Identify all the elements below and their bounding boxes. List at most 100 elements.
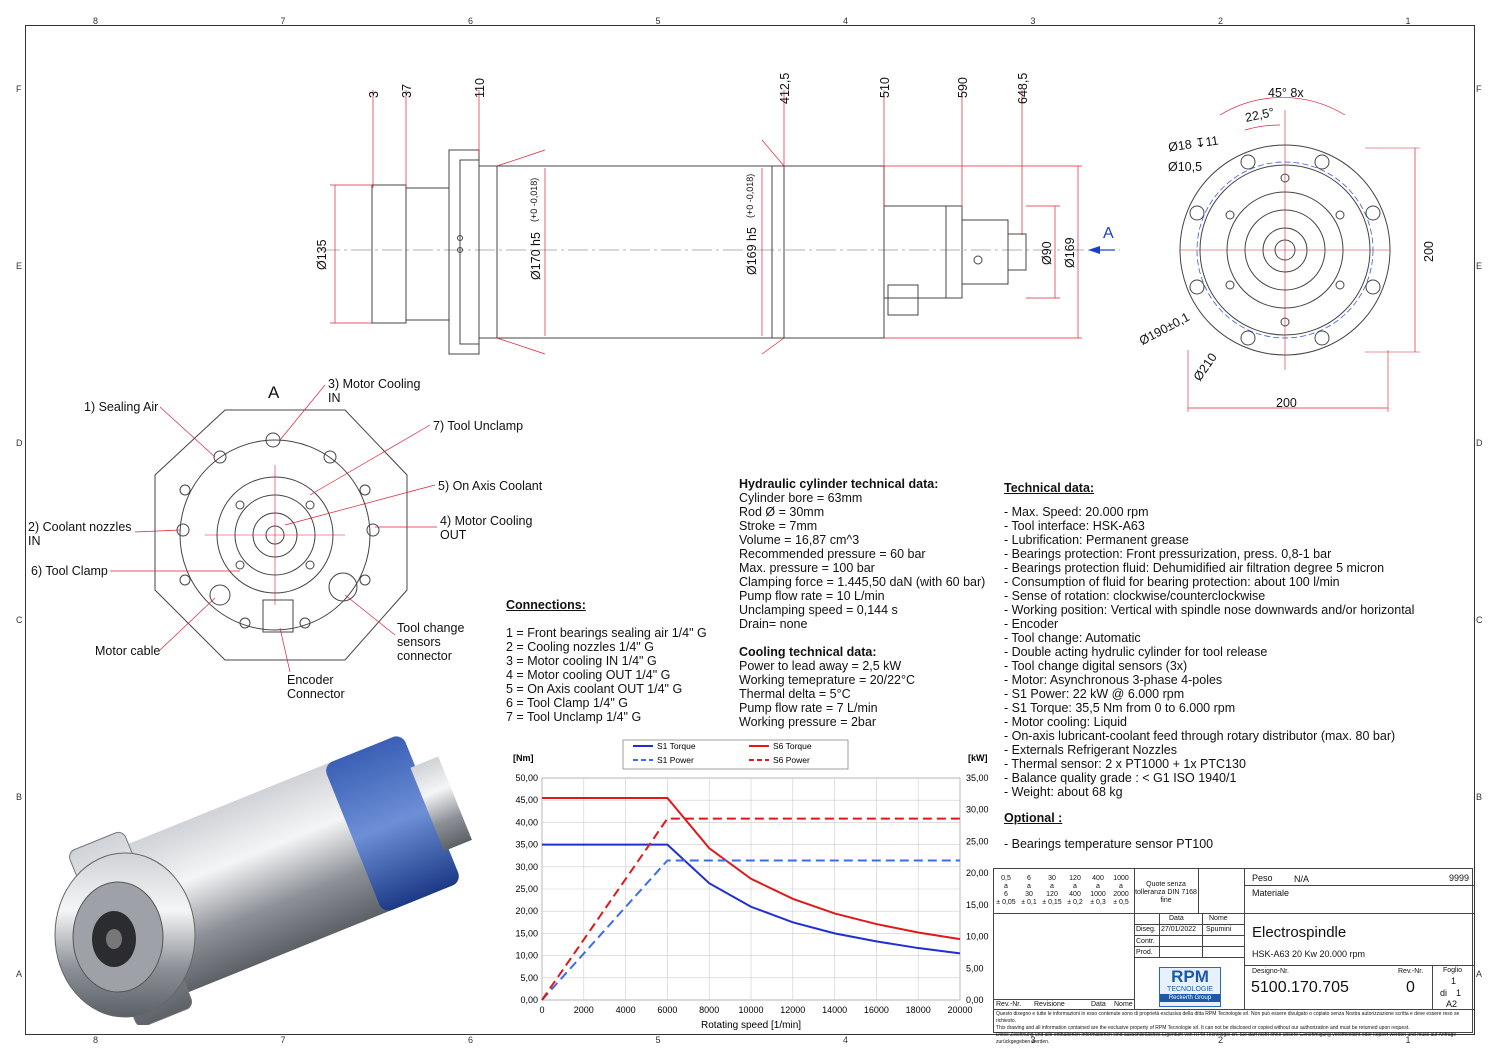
contr-label: Contr.: [1136, 938, 1155, 945]
disclaimer-de: Diese Zeichnung und alle enthaltenen Inf…: [996, 1032, 1457, 1045]
tolerance-cell: 0,5: [1001, 875, 1011, 882]
legend-label: S1 Torque: [657, 741, 696, 751]
rev-label: Rev.-Nr.: [1398, 968, 1424, 975]
dia-170-label: Ø170 h5: [529, 232, 543, 280]
list-item: 6 = Tool Clamp 1/4" G: [506, 696, 628, 710]
zone-col-top: 5: [655, 16, 661, 26]
logo-rpm-text: RPM: [1171, 967, 1209, 986]
tolerance-cell: ± 0,5: [1113, 899, 1129, 906]
zone-col-bottom: 6: [468, 1035, 474, 1045]
list-item: - Bearings temperature sensor PT100: [1004, 837, 1214, 851]
tol-note: Quote senza tolleranza DIN 7168 fine: [1135, 881, 1197, 904]
rev-header-revisione: Revisione: [1034, 1001, 1065, 1008]
list-item: - Balance quality grade : < G1 ISO 1940/…: [1004, 771, 1237, 785]
prod-label: Prod.: [1136, 949, 1153, 956]
list-item: - On-axis lubricant-coolant feed through…: [1004, 729, 1396, 743]
list-item: - Encoder: [1004, 617, 1059, 631]
peso-label: Peso: [1252, 873, 1273, 883]
connections-title: Connections:: [506, 598, 586, 612]
tolerance-cell: 400: [1069, 891, 1081, 898]
dim-110: 110: [473, 78, 487, 98]
label-motor-cooling-in: 3) Motor Cooling IN: [328, 377, 421, 405]
zone-row-left: B: [16, 792, 23, 802]
x-tick: 8000: [699, 1005, 719, 1015]
tolerance-cell: 30: [1048, 875, 1056, 882]
list-item: - Tool change: Automatic: [1004, 631, 1141, 645]
dim-510: 510: [878, 77, 892, 98]
dim-37: 37: [400, 84, 414, 98]
zone-col-top: 3: [1030, 16, 1036, 26]
list-item: Working pressure = 2bar: [739, 715, 876, 729]
list-item: 1 = Front bearings sealing air 1/4" G: [506, 626, 707, 640]
technical-block: Technical data: - Max. Speed: 20.000 rpm…: [1004, 481, 1414, 851]
diseg-label: Diseg.: [1136, 926, 1156, 933]
zone-row-left: F: [16, 84, 22, 94]
rev-header-nome: Nome: [1114, 1001, 1133, 1008]
torque-power-chart: 0,005,0010,0015,0020,0025,0030,0035,0040…: [513, 739, 989, 1031]
tolerance-cell: 30: [1025, 891, 1033, 898]
diseg-date: 27/01/2022: [1161, 926, 1197, 933]
tolerance-cell: ± 0,15: [1042, 899, 1062, 906]
tol-169-label: (+0 -0,018): [745, 173, 755, 218]
list-item: - S1 Torque: 35,5 Nm from 0 to 6.000 rpm: [1004, 701, 1236, 715]
nome-label: Nome: [1209, 915, 1228, 922]
list-item: Pump flow rate = 7 L/min: [739, 701, 878, 715]
label-tool-unclamp: 7) Tool Unclamp: [433, 419, 524, 433]
zone-col-top: 7: [280, 16, 286, 26]
zone-col-bottom: 4: [843, 1035, 849, 1045]
tolerance-cell: 120: [1046, 891, 1058, 898]
hole-10-label: Ø10,5: [1168, 160, 1203, 174]
optional-title: Optional :: [1004, 811, 1063, 825]
tolerance-cell: a: [1027, 883, 1031, 890]
series-line-s1-power: [541, 859, 960, 1001]
disclaimer-en: This drawing and all information contain…: [996, 1025, 1410, 1031]
y-tick-right: 35,00: [966, 773, 989, 783]
logo-group-text: Reckerth Group: [1160, 994, 1220, 1002]
dim-3: 3: [367, 91, 381, 98]
list-item: - Double acting hydrulic cylinder for to…: [1004, 645, 1268, 659]
x-axis-label: Rotating speed [1/min]: [701, 1020, 801, 1031]
logo-tecnologie-text: TECNOLOGIE: [1167, 986, 1213, 993]
y-tick-left: 0,00: [520, 995, 538, 1005]
y-tick-left: 35,00: [515, 840, 538, 850]
rev-number: 0: [1406, 979, 1415, 996]
dia-169h5-label: Ø169 h5: [745, 227, 759, 275]
zone-row-right: E: [1476, 261, 1483, 271]
hydraulic-title: Hydraulic cylinder technical data:: [739, 477, 939, 491]
disclaimer-it: Questo disegno e tutte le informazioni i…: [996, 1011, 1460, 1024]
width-200-label: 200: [1276, 396, 1297, 410]
list-item: Working temeprature = 20/22°C: [739, 673, 916, 687]
materiale-label: Materiale: [1252, 888, 1290, 898]
list-item: Max. pressure = 100 bar: [739, 561, 875, 575]
zone-col-top: 1: [1405, 16, 1411, 26]
y-tick-left: 5,00: [520, 973, 538, 983]
y-tick-right: 5,00: [966, 963, 984, 973]
height-200-label: 200: [1422, 241, 1436, 262]
list-item: - Externals Refrigerant Nozzles: [1004, 743, 1177, 757]
y-tick-left: 50,00: [515, 773, 538, 783]
y-tick-right: 0,00: [966, 995, 984, 1005]
x-tick: 6000: [657, 1005, 677, 1015]
x-tick: 12000: [780, 1005, 805, 1015]
spindle-render-image: [54, 736, 472, 1025]
y-tick-right: 30,00: [966, 805, 989, 815]
list-item: - Weight: about 68 kg: [1004, 785, 1123, 799]
zone-row-left: E: [16, 261, 23, 271]
list-item: - S1 Power: 22 kW @ 6.000 rpm: [1004, 687, 1185, 701]
designo-number: 5100.170.705: [1251, 979, 1349, 996]
list-item: Stroke = 7mm: [739, 519, 818, 533]
list-item: 5 = On Axis coolant OUT 1/4" G: [506, 682, 683, 696]
list-item: - Tool interface: HSK-A63: [1004, 519, 1145, 533]
cooling-title: Cooling technical data:: [739, 645, 877, 659]
zone-row-left: D: [16, 438, 23, 448]
list-item: Recommended pressure = 60 bar: [739, 547, 926, 561]
drawing-frame: [25, 25, 1475, 1035]
peso-value: N/A: [1294, 874, 1310, 884]
x-tick: 14000: [822, 1005, 847, 1015]
zone-row-right: C: [1476, 615, 1483, 625]
tolerance-cell: a: [1004, 883, 1008, 890]
foglio-number: 1: [1451, 976, 1457, 986]
zone-row-left: A: [16, 969, 23, 979]
zone-row-right: D: [1476, 438, 1483, 448]
hydraulic-block: Hydraulic cylinder technical data: Cylin…: [739, 477, 985, 729]
